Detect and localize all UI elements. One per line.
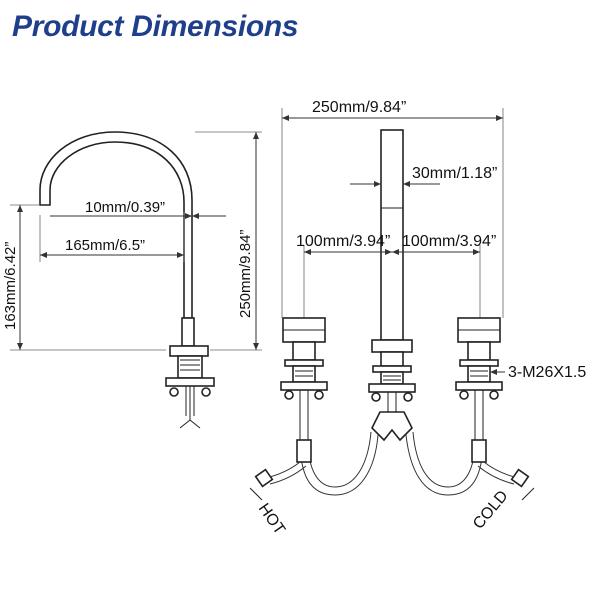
spout-base-front [371, 339, 413, 353]
front-view: 250mm/9.84” 30mm/1.18” 100mm/3.94” 100mm… [249, 99, 586, 539]
overall-height-label: 250mm/9.84” [237, 230, 254, 318]
side-view: 10mm/0.39” 165mm/6.5” 163mm/6.42” 250mm/… [2, 131, 262, 429]
spout-height-label: 163mm/6.42” [2, 242, 19, 330]
thread-label: 3-M26X1.5 [508, 364, 586, 381]
y-connector [371, 411, 413, 442]
spout-reach-label: 165mm/6.5” [65, 237, 145, 254]
spacing-left-label: 100mm/3.94” [296, 233, 390, 250]
mount-nut [165, 377, 215, 387]
hot-hose [299, 434, 379, 496]
overall-width-label: 250mm/9.84” [312, 99, 406, 116]
spacing-right-label: 100mm/3.94” [402, 233, 496, 250]
spout-base [169, 345, 209, 357]
spout-gap-label: 10mm/0.39” [85, 199, 165, 216]
hot-label: HOT [255, 501, 288, 539]
page-title: Product Dimensions [12, 10, 299, 43]
cold-label: COLD [470, 488, 512, 533]
spout-stem [181, 317, 195, 347]
spout-width-label: 30mm/1.18” [412, 165, 497, 182]
gooseneck-spout [39, 131, 193, 319]
mount-shank [177, 355, 203, 379]
